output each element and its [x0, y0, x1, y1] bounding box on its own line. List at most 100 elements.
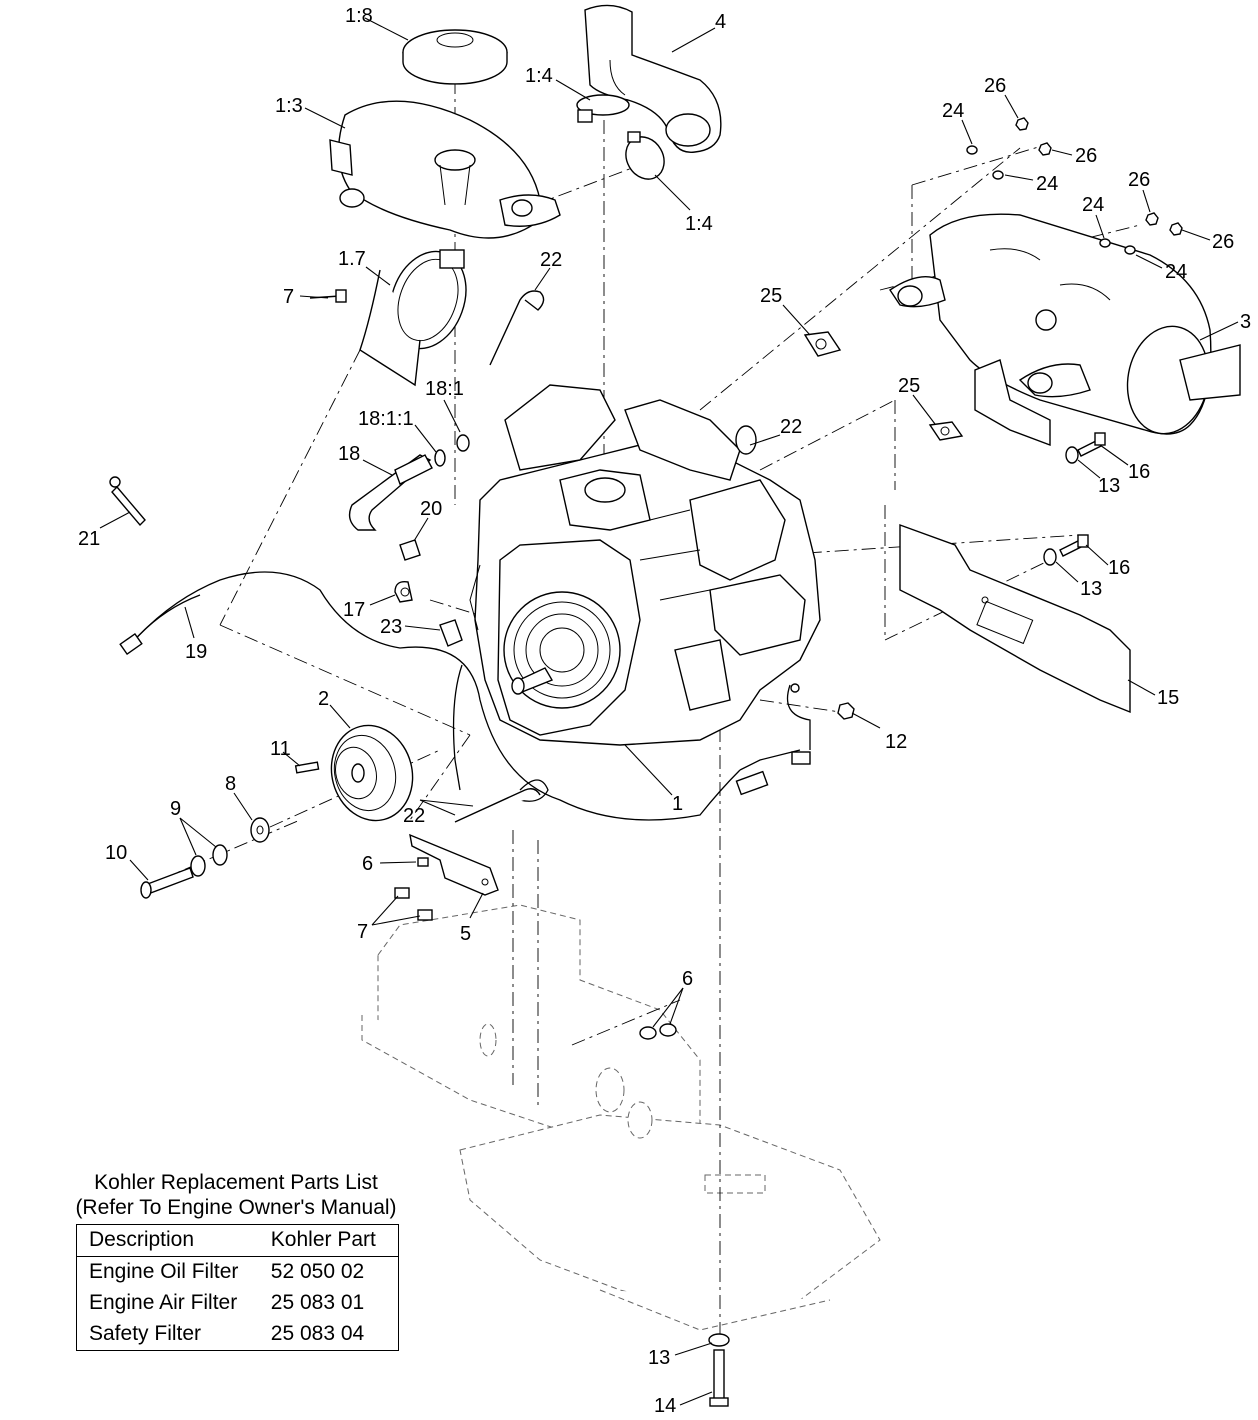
callout-7-lower: 7 — [357, 921, 368, 943]
callout-1-7: 1.7 — [338, 248, 366, 270]
callout-4: 4 — [715, 11, 726, 33]
callout-13-bottom: 13 — [648, 1347, 670, 1369]
row-part-number: 25 083 04 — [270, 1322, 365, 1345]
row-description: Engine Air Filter — [89, 1291, 238, 1314]
bolt-10 — [140, 867, 194, 899]
table-row: Safety Filter 25 083 04 — [77, 1319, 399, 1351]
callout-22-lower: 22 — [403, 805, 425, 827]
washer-13-bottom — [708, 1333, 730, 1347]
callout-2: 2 — [318, 688, 329, 710]
callout-14: 14 — [654, 1395, 676, 1417]
bolt-16-lower — [1059, 534, 1089, 557]
row-part-number: 25 083 01 — [270, 1291, 365, 1314]
leader-lines — [99, 17, 1239, 1406]
breather-hose — [348, 454, 433, 531]
sensor — [109, 476, 146, 527]
bracket-5 — [409, 833, 499, 896]
alignment-lines — [159, 80, 1141, 1340]
callout-12: 12 — [885, 731, 907, 753]
callout-24-d: 24 — [1165, 261, 1187, 283]
hose-fitting — [456, 434, 470, 452]
callout-16-upper: 16 — [1128, 461, 1150, 483]
callout-6-lower: 6 — [682, 968, 693, 990]
callout-22-right: 22 — [780, 416, 802, 438]
callout-16-lower: 16 — [1108, 557, 1130, 579]
cable-tie-lower — [454, 788, 541, 823]
row-description: Engine Oil Filter — [89, 1260, 239, 1283]
hose-clamp-upper — [576, 94, 630, 123]
gasket-lower — [928, 421, 964, 441]
callout-22-upper: 22 — [540, 249, 562, 271]
callout-18-1-1: 18:1:1 — [358, 408, 414, 430]
parts-list-title: Kohler Replacement Parts List — [94, 1171, 378, 1194]
nut-6 — [417, 857, 429, 867]
parts-table: Description Kohler Part Engine Oil Filte… — [76, 1224, 399, 1351]
callout-18: 18 — [338, 443, 360, 465]
washer-13-middle — [1043, 548, 1057, 566]
callout-1-3: 1:3 — [275, 95, 303, 117]
callout-17: 17 — [343, 599, 365, 621]
muffler — [889, 213, 1241, 447]
callout-26-b: 26 — [1075, 145, 1097, 167]
intake-hose — [584, 4, 722, 154]
nuts-6-lower — [639, 1023, 677, 1040]
callout-1-4-lower: 1:4 — [685, 213, 713, 235]
callout-24-a: 24 — [942, 100, 964, 122]
callout-25-upper: 25 — [760, 285, 782, 307]
clip-23 — [439, 619, 463, 647]
callout-26-d: 26 — [1212, 231, 1234, 253]
callout-11: 11 — [270, 738, 291, 760]
callout-23: 23 — [380, 616, 402, 638]
callout-labels: 1:8 4 1:4 1:3 1:4 1.7 7 22 18:1 18:1:1 1… — [78, 5, 1251, 1417]
cable-tie-upper — [489, 290, 545, 366]
washers-9 — [190, 844, 228, 877]
header-kohler-part: Kohler Part — [266, 1224, 399, 1257]
callout-15: 15 — [1157, 687, 1179, 709]
callout-26-a: 26 — [984, 75, 1006, 97]
callout-24-b: 24 — [1036, 173, 1058, 195]
callout-5: 5 — [460, 923, 471, 945]
callout-21: 21 — [78, 528, 100, 550]
pulley — [330, 724, 414, 822]
clamp-17 — [394, 581, 413, 603]
gasket-upper — [803, 331, 842, 357]
air-cleaner-cover — [402, 29, 508, 85]
callout-19: 19 — [185, 641, 207, 663]
kohler-parts-list: Kohler Replacement Parts List (Refer To … — [56, 1170, 416, 1351]
callout-18-1: 18:1 — [425, 378, 464, 400]
callout-1: 1 — [672, 793, 683, 815]
callout-20: 20 — [420, 498, 442, 520]
callout-6-upper: 6 — [362, 853, 373, 875]
screw-upper — [309, 289, 347, 303]
callout-1-8: 1:8 — [345, 5, 373, 27]
callout-3: 3 — [1240, 311, 1251, 333]
washer-8 — [250, 817, 270, 843]
callout-25-lower: 25 — [898, 375, 920, 397]
screws-7-lower — [394, 887, 433, 921]
callout-1-4-upper: 1:4 — [525, 65, 553, 87]
callout-9: 9 — [170, 798, 181, 820]
wire-harness — [119, 571, 811, 821]
callout-7-upper: 7 — [283, 286, 294, 308]
engine — [469, 384, 821, 746]
header-description: Description — [76, 1224, 267, 1257]
callout-24-c: 24 — [1082, 194, 1104, 216]
key-11 — [294, 761, 320, 774]
table-row: Engine Oil Filter 52 050 02 — [77, 1257, 399, 1289]
callout-13-upper: 13 — [1098, 475, 1120, 497]
parts-table-header: Description Kohler Part — [76, 1224, 399, 1257]
air-cleaner-bracket — [359, 249, 467, 387]
callout-10: 10 — [105, 842, 127, 864]
air-cleaner-body — [329, 100, 561, 239]
hose-clamp-lower — [625, 131, 665, 180]
row-part-number: 52 050 02 — [270, 1260, 365, 1283]
bolt-16-upper — [1077, 432, 1106, 457]
chassis-frame — [361, 904, 881, 1331]
muffler-hardware — [966, 117, 1183, 255]
row-description: Safety Filter — [89, 1322, 202, 1345]
callout-26-c: 26 — [1128, 169, 1150, 191]
table-row: Engine Air Filter 25 083 01 — [77, 1288, 399, 1319]
parts-list-subtitle: (Refer To Engine Owner's Manual) — [75, 1196, 397, 1219]
callout-8: 8 — [225, 773, 236, 795]
